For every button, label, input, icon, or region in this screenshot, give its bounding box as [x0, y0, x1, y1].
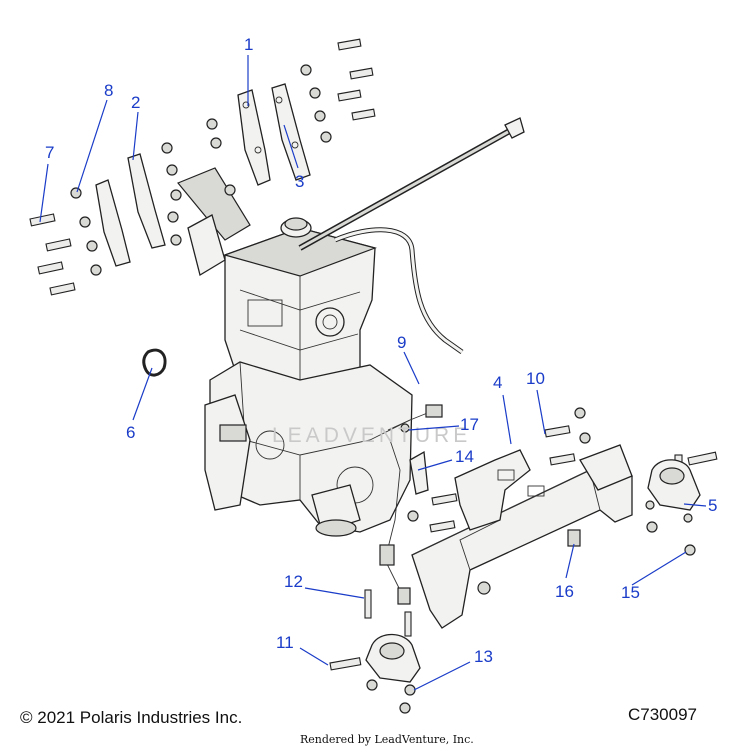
- callout-1: 1: [244, 35, 253, 54]
- nuts: [70, 64, 332, 276]
- callout-16: 16: [555, 582, 574, 601]
- callout-14: 14: [455, 447, 474, 466]
- o-ring: [142, 348, 167, 377]
- engine-mount-plates: [95, 83, 311, 267]
- callout-5: 5: [708, 496, 717, 515]
- rendered-by: Rendered by LeadVenture, Inc.: [300, 733, 474, 746]
- diagram-code: C730097: [628, 705, 698, 724]
- callout-7: 7: [45, 143, 54, 162]
- callout-12: 12: [284, 572, 303, 591]
- crossmember-bracket: [411, 444, 633, 629]
- callout-9: 9: [397, 333, 406, 352]
- copyright-notice: © 2021 Polaris Industries Inc.: [20, 708, 243, 727]
- callout-17: 17: [460, 415, 479, 434]
- callout-6: 6: [126, 423, 135, 442]
- engine-mount-lower: [365, 633, 421, 714]
- callout-2: 2: [131, 93, 140, 112]
- callout-15: 15: [621, 583, 640, 602]
- engine-assembly: [177, 117, 525, 605]
- bolts-upper: [29, 38, 376, 296]
- stud: [409, 450, 429, 495]
- callout-13: 13: [474, 647, 493, 666]
- callout-11: 11: [276, 633, 294, 652]
- callout-3: 3: [295, 172, 304, 191]
- clip: [400, 423, 410, 433]
- engine-mount-right: [645, 459, 701, 556]
- bolts-lower: [329, 407, 718, 671]
- callout-leaders: [39, 55, 707, 691]
- callout-10: 10: [526, 369, 545, 388]
- callout-labels: 1 2 3 4 5 6 7 8 9 10 11 12 13 14 15 16 1…: [45, 35, 717, 666]
- callout-4: 4: [493, 373, 502, 392]
- callout-8: 8: [104, 81, 113, 100]
